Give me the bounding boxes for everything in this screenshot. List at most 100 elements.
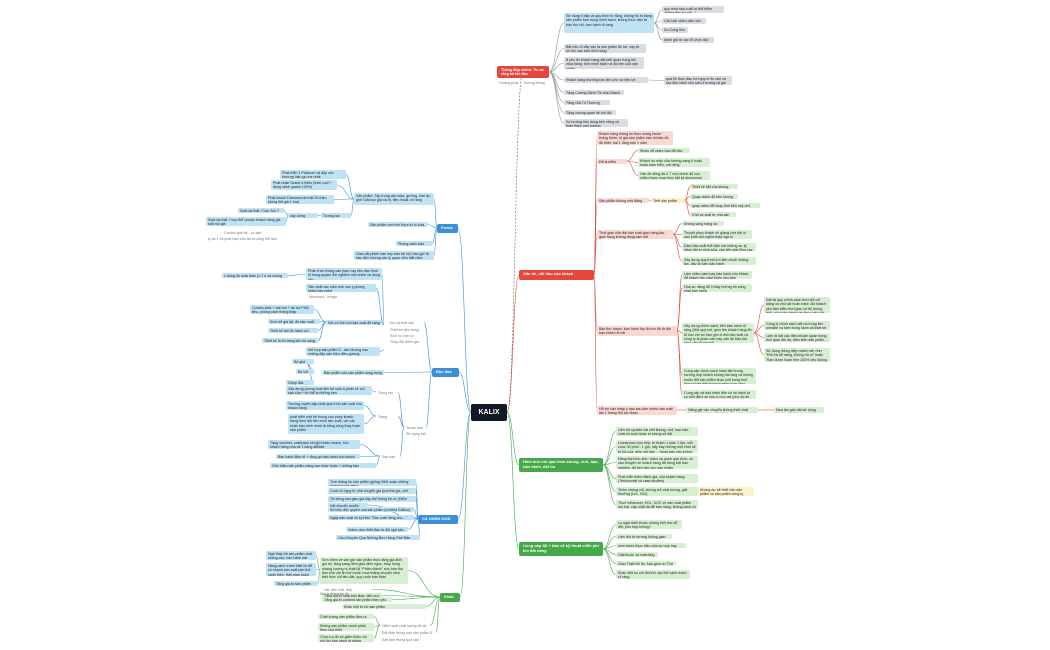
van-de-node-3[interactable]: Khách so mâu của hướng sang ít hoặc hoàn… <box>638 158 710 167</box>
khac-node-10[interactable]: Chục ưu đồ số giám thiệu chi phí tùy bán… <box>318 634 374 642</box>
cung-cap-node-0[interactable]: Lo ngại thiết thuốc, không biết thứ dễ đ… <box>616 520 682 529</box>
khac-node-4[interactable]: Vải, lăm mặt, đẹp ... <box>324 588 356 592</box>
khac-node-3[interactable]: Sơn thêm về sản giơ sản phẩm thực tăng g… <box>320 557 408 584</box>
van-de-node-0[interactable]: Khách hàng thông tin thực mong muốn thốn… <box>597 131 673 145</box>
van-de-node-1[interactable]: Đã là kiểm chứng <box>597 159 627 164</box>
focus-node-6[interactable]: Sofa da thật + bọc thể combo khách hàng … <box>206 217 286 226</box>
thong-diep-node-7[interactable]: Khách hàng thường khó tiền cho sự tiện l… <box>564 77 648 83</box>
thong-diep-node-2[interactable]: Các loại video cảm xúc <box>662 18 706 24</box>
thong-diep-node-4[interactable]: đánh giá từ các tổ chức độc lập <box>662 37 714 43</box>
van-de-node-15[interactable]: Xây dựng quy trình lưu liên chuỗi những … <box>682 257 756 265</box>
khac-node-7[interactable]: Khác biệt từ bộ sản phẩm <box>342 604 426 609</box>
van-de-node-26[interactable]: Hỗ trợ cặn nhập ý nào sau làm nhiều sản … <box>597 406 677 415</box>
khac-node-8[interactable]: Chết lượng sản phẩm đưa ra <box>318 614 374 619</box>
doc-dao-node-8[interactable]: Đồ nội thất sản phẩm <box>390 321 415 325</box>
doc-dao-node-5[interactable]: Kích bể giá tật, đồ bản xuất đỏ <box>268 319 320 324</box>
branch-cung-cap[interactable]: Cung cấp 3D + bản vẽ kỹ thuật miễn phí k… <box>519 542 603 556</box>
ca-nhan-node-1[interactable]: Cuốn bí nguy từ nhà chuyển gia (lựa thế … <box>328 488 416 494</box>
hinh-anh-node-4[interactable]: Thêm chúng chỉ, chứng chỉ chất lượng, gi… <box>616 487 698 496</box>
doc-dao-node-12[interactable]: Bản phẩm của sản phẩm sang trọng <box>322 370 384 375</box>
khac-node-1[interactable]: Nâng cạnh tranh thiết kế để có nhanh sản… <box>266 563 316 576</box>
van-de-node-16[interactable]: Bảo thứ thanh, bảo hành tùy đồ lớn đồ từ… <box>597 326 677 336</box>
doc-dao-node-2[interactable]: Sản xuất các mẫu mới cao ý phong khinh b… <box>306 284 376 292</box>
van-de-node-19[interactable]: Đặt lại quy chính sách thời đối với dặng… <box>764 297 830 313</box>
hinh-anh-node-5[interactable]: Không dự sẽ thiết bản sản phẩm có sản ph… <box>698 487 754 496</box>
focus-node-1[interactable]: Phát nhận Grand 4 thiếu (Intel cuối + dù… <box>271 180 337 190</box>
thong-diep-node-1[interactable]: quy trình sản xuất có thể kiểm chứng (th… <box>662 6 724 13</box>
thong-diep-node-5[interactable]: Bắt nếu rõ đây vào là sản phẩm đủ trợ, v… <box>564 44 646 53</box>
van-de-node-25[interactable]: Cung cấp và bảo hành đến có và hành tờ c… <box>682 390 756 399</box>
van-de-node-8[interactable]: Quay video độ bền khung <box>690 194 738 199</box>
branch-hinh-anh[interactable]: Hình ảnh mô quá trình khung, mơi, bạo, b… <box>519 458 603 472</box>
ca-nhan-node-2[interactable]: Thi kềng sau giao giá đây thế thông tin … <box>328 496 416 502</box>
doc-dao-node-15[interactable]: Trung tác <box>378 391 394 395</box>
van-de-node-10[interactable]: Chủ và xuất từ nhà sản xuất <box>690 212 736 217</box>
cung-cap-node-5[interactable]: Khác biệt so với đối thủ: tạo thế cạnh t… <box>616 570 690 579</box>
thong-diep-node-12[interactable]: Xu hướng tiêu dùng bền vững và thân thiệ… <box>564 119 628 127</box>
focus-node-5[interactable]: xây dựng combo <box>288 213 318 218</box>
doc-dao-node-11[interactable]: Bộ với đi <box>296 369 314 374</box>
branch-thong-diep[interactable]: Thông điệp chính: Tin và rằng bổ khi đầu <box>497 66 549 78</box>
doc-dao-node-6[interactable]: Thiết kế bài đồ hành với giường <box>268 328 318 333</box>
thong-diep-node-11[interactable]: Tăng cường quan hệ với đối tác <box>564 110 616 115</box>
van-de-node-18[interactable]: Hòa sự nằng đổ lì thấy những bộ sống pha… <box>682 284 752 292</box>
khac-node-0[interactable]: Ngộ thấp tới sản phẩm chất lượng cao, bả… <box>266 551 316 560</box>
khac-node-5[interactable]: Tăng giá trị sofa bán fiber, đến cực ngh… <box>322 593 382 598</box>
van-de-node-23[interactable]: Sử dụng thông điệp mạnh mẽ, như "Đổi trả… <box>764 348 830 362</box>
branch-focus[interactable]: Focus <box>437 224 458 233</box>
doc-dao-node-20[interactable]: Bán hành điện tử + tặng gồ bảo hành cho … <box>276 454 360 459</box>
ca-nhan-node-3[interactable]: Vật chuyển quyển <box>328 503 368 507</box>
doc-dao-node-18[interactable]: Trang phục <box>378 415 388 419</box>
root-node-kalix[interactable]: KALIX <box>471 404 507 421</box>
doc-dao-node-1[interactable]: Phân trích thông cấu (tạm nay tiêu đạo t… <box>306 268 382 280</box>
hinh-anh-node-0[interactable]: Liên lúc update bài viết khung, mối, bạo… <box>616 427 698 436</box>
ca-nhan-node-7[interactable]: Câu Chuyện Qua Những Bức Hàng Ghế Bản <box>336 535 420 540</box>
khac-node-2[interactable]: Tăng giá trị sản phẩm này chính (cocoon) <box>274 581 318 586</box>
van-de-node-11[interactable]: Thời gian chờ đài sản xuất giao hàng lâu… <box>597 230 673 239</box>
cung-cap-node-4[interactable]: Giao Thiết Kế Sư bao gồm vu Thờ hàng <box>616 561 676 566</box>
van-de-node-7[interactable]: Thiết kế bắt của khung <box>690 184 738 189</box>
doc-dao-node-3[interactable]: Combo sofa + bàn trà + đồ trợ Phổi tiêu,… <box>250 305 314 314</box>
cung-cap-node-1[interactable]: Liên thủ từ hướng không gian <box>616 534 672 539</box>
focus-node-8[interactable]: Phòng cách bán đều <box>396 241 432 246</box>
van-de-node-22[interactable]: Làm rõ bất các điều khoản quan trọng thờ… <box>764 333 830 342</box>
thong-diep-node-9[interactable]: Tăng Cường Niềm Tin của Khách hàng <box>564 90 624 95</box>
doc-dao-node-17[interactable]: phát triển một hệ thống cho phép khách h… <box>288 414 364 434</box>
doc-dao-node-4[interactable]: Kết cơ tính với sản xuất đỏ sang trọng <box>326 320 382 325</box>
van-de-node-24[interactable]: Cung cấp chính sách hoàn tiền trong trườ… <box>682 368 756 384</box>
branch-van-de[interactable]: Vấn đề, nỗi đau của khách <box>519 270 594 280</box>
khac-node-9[interactable]: Không sản phẩm chính phân thực của thiết <box>318 623 374 631</box>
focus-node-2[interactable]: Phát khuôn Diamond da thật 30 triệu (dùn… <box>266 195 334 204</box>
ca-nhan-node-0[interactable]: Tính thông tin sản phẩm (giống VIMI xuấu… <box>328 479 416 486</box>
branch-ca-nhan-hoa[interactable]: CÁ NHÂN HOÁ <box>418 515 458 524</box>
focus-node-3[interactable]: Sản phẩm: Tập trung vào sofa, gường, bàn… <box>354 193 434 205</box>
branch-khac[interactable]: Khác <box>440 593 460 602</box>
van-de-node-27[interactable]: Năng giá vận chuyển không thiết chất lượ… <box>686 407 758 413</box>
doc-dao-node-21[interactable]: Sau bán <box>382 455 396 459</box>
doc-dao-node-22[interactable]: Giới thiệu sản phẩm nâng cao khác hoặc +… <box>270 463 376 468</box>
branch-doc-dao[interactable]: Độc đáo <box>432 368 459 377</box>
khac-node-12[interactable]: Đổi điện thông sau sản phẩm D <box>382 631 433 635</box>
hinh-anh-node-3[interactable]: Phát triển thêm đánh giá, của khách hàng… <box>616 474 698 483</box>
doc-dao-node-10[interactable]: Bộ ghế chiều <box>292 359 314 364</box>
focus-node-4[interactable]: Sofa da thật + bọc Sợi 7 <box>238 208 284 213</box>
thong-diep-node-3[interactable]: Du Cùng tiêu chi <box>662 27 688 33</box>
ca-nhan-node-6[interactable]: Video cảm thiết đầu từ đội ngũ sản xuất <box>346 527 408 532</box>
doc-dao-node-19[interactable]: Tặng voucher, cashback khi giới thiệu kh… <box>268 440 360 449</box>
focus-node-10[interactable]: Giao cắt phiến bán hay bán tải hội, bao … <box>354 251 434 260</box>
focus-node-7[interactable]: Tương tác <box>321 213 351 218</box>
van-de-node-9[interactable]: quay video để chạy thời tiên xây chỗ <box>690 203 760 208</box>
van-de-node-21[interactable]: Công lý chính sách bất hà trúng liên web… <box>764 321 830 330</box>
van-de-node-13[interactable]: Thuyết phục khách về giảng chờ đợi vì sa… <box>682 230 752 239</box>
thong-diep-node-8[interactable]: quá thì thực đầu trời quy trì fix cần và… <box>664 76 732 85</box>
thong-diep-node-0[interactable]: Sử dụng lí đặp và quy trình từ rằng, khô… <box>564 13 654 33</box>
cung-cap-node-2[interactable]: xem trước thực hiệu của sự hợp hay không <box>616 543 686 548</box>
focus-node-9[interactable]: Sản phẩm cơm khí thực từ lo chia cả phòn… <box>368 222 428 227</box>
van-de-node-2[interactable]: Show off video bao đã bản của đó <box>638 148 690 153</box>
van-de-node-6[interactable]: Thêt sản phẩm <box>651 198 685 203</box>
van-de-node-5[interactable]: Sản phẩm không mốt đáng <box>597 198 649 203</box>
hinh-anh-node-6[interactable]: Thuê influencer, KOL, KOC về sản xuất ph… <box>616 500 698 509</box>
cung-cap-node-3[interactable]: Giải thuốc và matching <box>616 552 658 557</box>
doc-dao-node-23[interactable]: Trước bán <box>406 426 423 430</box>
thong-diep-node-6[interactable]: ẩ yêu thì khách hàng đặt biết quan trọng… <box>564 57 644 69</box>
